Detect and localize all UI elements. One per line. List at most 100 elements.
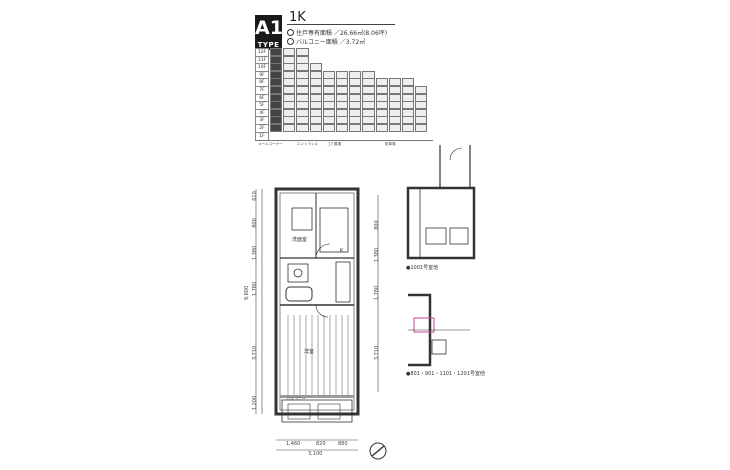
unit-cell	[349, 93, 362, 102]
dimension-left	[255, 189, 263, 414]
unit-cell	[349, 116, 362, 125]
unit-cell	[270, 55, 283, 64]
unit-cell	[283, 70, 296, 79]
footer-mail-corner: メールコーナー	[258, 142, 283, 146]
unit-cell	[322, 124, 335, 132]
unit-cell	[322, 108, 335, 117]
room-label-kitchen: K	[340, 248, 344, 254]
unit-cell	[322, 86, 335, 94]
unit-cell	[296, 78, 309, 87]
dim-left-6: 1,200	[252, 395, 259, 411]
unit-cell	[322, 101, 335, 110]
unit-cell	[296, 108, 309, 117]
unit-cell	[322, 78, 335, 87]
unit-cell	[362, 101, 375, 110]
bathtub	[285, 286, 313, 302]
entrance-box	[319, 207, 349, 253]
footer-entrance: エントランス	[297, 142, 318, 146]
unit-cell	[283, 78, 296, 87]
spec-floor-area: 住戸専有面積 ／26.66㎡(8.06坪)	[287, 28, 387, 37]
unit-cell	[415, 101, 428, 110]
unit-cell	[362, 93, 375, 102]
unit-cell	[375, 78, 388, 87]
unit-cell	[270, 48, 283, 56]
unit-cell	[388, 101, 401, 110]
unit-cell	[283, 116, 296, 125]
unit-cell	[415, 124, 428, 132]
kitchen-counter	[335, 261, 351, 303]
unit-cell	[283, 63, 296, 72]
unit-cell	[402, 78, 415, 87]
inset-plan-top	[406, 145, 476, 260]
title-rule	[287, 24, 395, 25]
dimension-bottom	[276, 439, 358, 451]
unit-cell	[402, 116, 415, 125]
unit-cell	[402, 93, 415, 102]
unit-cell	[362, 86, 375, 94]
room-label-balcony: バルコニー	[286, 396, 306, 401]
footer-garbage: ゴミ置場	[327, 142, 341, 146]
main-floor-plan	[274, 187, 360, 423]
unit-cell	[296, 101, 309, 110]
type-badge: A1	[255, 15, 283, 41]
unit-cell	[402, 101, 415, 110]
dim-bottom-2: 820	[316, 441, 326, 447]
unit-cell	[388, 78, 401, 87]
unit-cell	[336, 78, 349, 87]
unit-cell	[388, 86, 401, 94]
unit-cell	[336, 101, 349, 110]
unit-cell	[362, 116, 375, 125]
unit-cell	[415, 108, 428, 117]
dim-right-3: 1,780	[374, 285, 381, 301]
unit-cell	[375, 124, 388, 132]
unit-cell	[309, 93, 322, 102]
unit-cell	[296, 63, 309, 72]
toilet	[293, 268, 303, 278]
dim-left-1: 610	[251, 191, 258, 201]
unit-cell	[402, 86, 415, 94]
unit-cell	[322, 116, 335, 125]
unit-cell	[309, 108, 322, 117]
balcony	[281, 399, 353, 423]
unit-cell	[362, 70, 375, 79]
type-label: TYPE	[255, 41, 282, 50]
dim-left-2: 800	[251, 218, 258, 228]
unit-cell	[296, 70, 309, 79]
unit-cell	[415, 93, 428, 102]
dim-bottom-3: 880	[338, 441, 348, 447]
dim-right-4: 3,710	[374, 345, 381, 361]
room-label-washroom: 洗面室	[292, 237, 308, 243]
unit-cell	[283, 55, 296, 64]
unit-cell	[415, 86, 428, 94]
unit-cell	[375, 93, 388, 102]
unit-cell	[349, 78, 362, 87]
plan-name: 1K	[289, 10, 306, 25]
unit-cell	[309, 124, 322, 132]
dim-left-total: 9,800	[244, 285, 251, 301]
dim-left-3: 1,380	[252, 245, 259, 261]
plan-outer-wall	[274, 187, 360, 416]
dim-left-5: 3,710	[252, 345, 259, 361]
unit-cell	[349, 108, 362, 117]
unit-cell	[296, 48, 309, 56]
inset-bottom-caption: ●801・901・1101・1201号室他	[406, 371, 485, 377]
unit-cell	[375, 86, 388, 94]
footer-parking: 駐車場	[385, 142, 396, 146]
unit-cell	[388, 124, 401, 132]
unit-cell	[270, 124, 283, 132]
unit-cell	[402, 124, 415, 132]
dim-right-1: 800	[373, 220, 380, 230]
flooring-lines	[287, 315, 349, 395]
unit-cell	[270, 86, 283, 94]
room-label-western: 洋室	[304, 349, 315, 355]
unit-cell	[296, 93, 309, 102]
unit-cell	[283, 86, 296, 94]
dim-right-2: 1,380	[374, 247, 381, 263]
unit-cell	[336, 70, 349, 79]
unit-cell	[270, 93, 283, 102]
unit-cell	[283, 124, 296, 132]
unit-cell	[270, 63, 283, 72]
unit-cell	[375, 116, 388, 125]
circle-bullet-icon	[287, 29, 294, 36]
unit-cell	[349, 101, 362, 110]
